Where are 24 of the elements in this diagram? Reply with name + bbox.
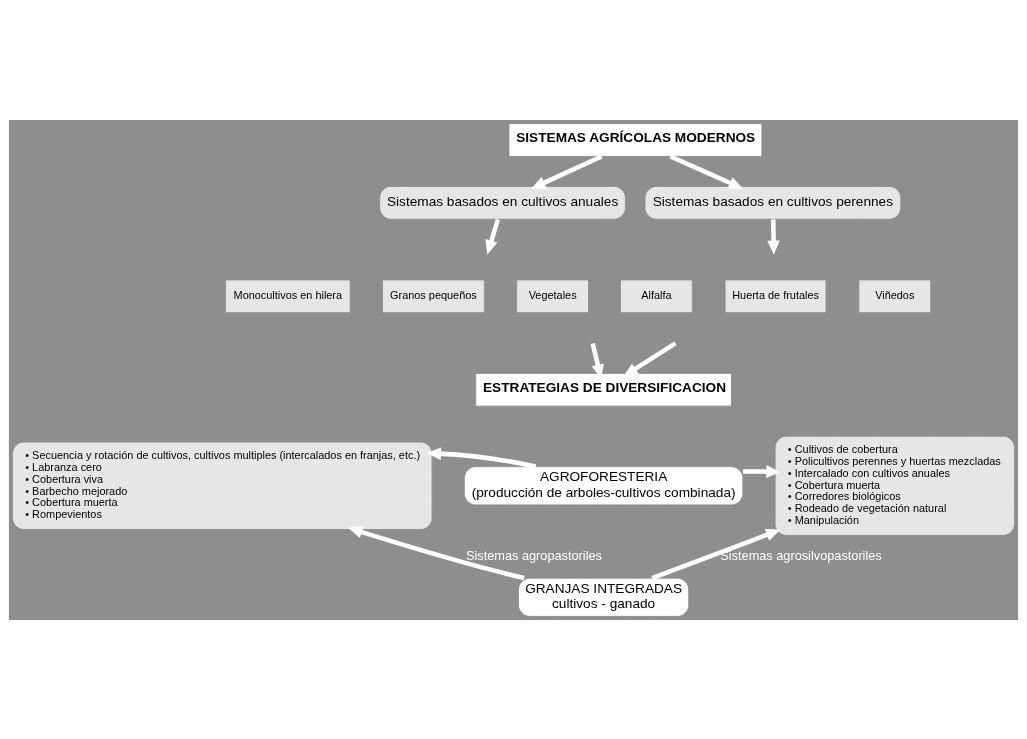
node-box: • Cultivos de cobertura • Policultivos perennes y huertas mezcladas • Intercalado con cultivos anuales • Cobertura muerta • Corredores biológicos • Rodeado de vegetación natural • Manipulación: [774, 435, 1015, 536]
node-box: Sistemas basados en cultivos anuales: [379, 185, 626, 220]
node-box: Granos pequeños: [382, 278, 485, 313]
edge-label: Sistemas agropastoriles: [466, 547, 602, 563]
node-box: Huerta de frutales: [724, 278, 827, 313]
node-box: Alfalfa: [619, 278, 693, 313]
arrow: [742, 464, 781, 478]
arrow: [669, 153, 744, 189]
arrow: [651, 528, 781, 580]
arrow: [531, 153, 603, 189]
node-box: GRANJAS INTEGRADAS cultivos - ganado: [518, 577, 690, 617]
node-box: • Secuencia y rotación de cultivos, cultivos multiples (intercalados en franjas, etc.) • Labranza cero • Cobertura viva • Barbecho mejorado • Cobertura muerta • Rompevientos: [12, 441, 433, 530]
arrow: [426, 446, 537, 469]
arrow: [485, 218, 501, 255]
arrow: [348, 525, 525, 580]
node-box: Monocultivos en hilera: [225, 278, 351, 313]
node-box: Sistemas basados en cultivos perennes: [644, 185, 902, 220]
node-box: ESTRATEGIAS DE DIVERSIFICACION: [475, 372, 732, 407]
arrow: [623, 340, 677, 376]
node-box: AGROFORESTERIA (producción de arboles-cultivos combinada): [463, 465, 744, 505]
node-box: Viñedos: [858, 278, 932, 313]
node-box: SISTEMAS AGRÍCOLAS MODERNOS: [508, 122, 763, 157]
node-box: Vegetales: [516, 278, 590, 313]
arrow: [767, 218, 780, 255]
